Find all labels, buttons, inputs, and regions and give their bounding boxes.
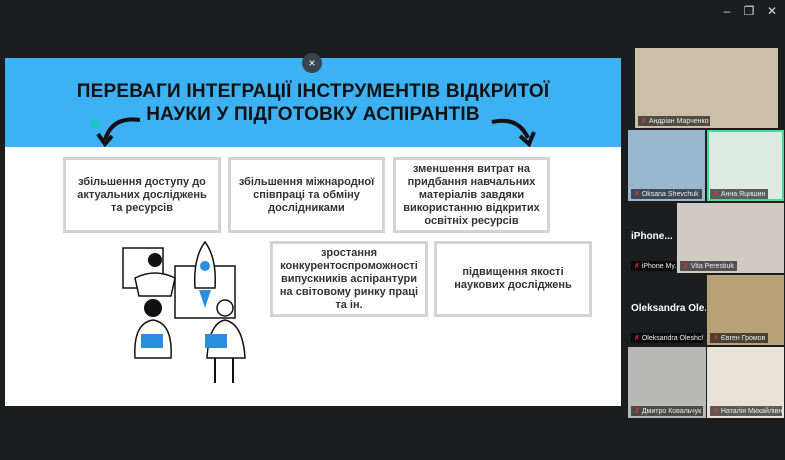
participant-name: Євген Громов: [710, 333, 769, 343]
close-share-button[interactable]: ×: [302, 53, 322, 73]
video-tile[interactable]: iPhone... iPhone My...: [628, 203, 676, 273]
video-tile[interactable]: Наталія Михайлівна: [707, 347, 784, 418]
arrow-left-icon: [90, 117, 141, 148]
video-tile[interactable]: Oleksandra Ole... Oleksandra Oleshchuk: [628, 275, 706, 345]
team-illustration-icon: [122, 240, 246, 383]
benefit-box-3: зменшення витрат на придбання навчальних…: [393, 157, 550, 233]
restore-button[interactable]: ❐: [743, 4, 755, 18]
participant-name: Vita Perestiuk: [680, 261, 737, 271]
benefit-box-2: збільшення міжнародної співпраці та обмі…: [228, 157, 385, 233]
video-tile[interactable]: Дмитро Ковальчук: [628, 347, 706, 418]
participant-name: Дмитро Ковальчук: [631, 406, 703, 416]
benefit-box-4: зростання конкурентоспроможності випускн…: [270, 241, 428, 317]
participant-display-name: Oleksandra Ole...: [631, 303, 706, 314]
benefit-box-1: збільшення доступу до актуальних дослідж…: [63, 157, 221, 233]
participant-name: Наталія Михайлівна: [710, 406, 782, 416]
video-tile[interactable]: Андріан Марченко: [635, 48, 778, 128]
video-tile[interactable]: Євген Громов: [707, 275, 784, 345]
participant-name: Oksana Shevchuk: [631, 189, 702, 199]
title-line-1: ПЕРЕВАГИ ІНТЕГРАЦІЇ ІНСТРУМЕНТІВ ВІДКРИТ…: [76, 81, 550, 102]
video-tile[interactable]: Oksana Shevchuk: [628, 130, 705, 201]
benefit-box-5: підвищення якості наукових досліджень: [434, 241, 592, 317]
participant-name: Анна Яцишин: [710, 189, 769, 199]
slide-title: ПЕРЕВАГИ ІНТЕГРАЦІЇ ІНСТРУМЕНТІВ ВІДКРИТ…: [5, 80, 621, 126]
participant-name: Андріан Марченко: [638, 116, 710, 126]
minimize-button[interactable]: –: [723, 4, 731, 18]
close-window-button[interactable]: ✕: [766, 4, 778, 18]
title-line-2: НАУКИ У ПІДГОТОВКУ АСПІРАНТІВ: [146, 104, 480, 125]
video-tile-active-speaker[interactable]: Анна Яцишин: [707, 130, 784, 201]
participant-name: iPhone My...: [631, 261, 676, 271]
arrow-right-icon: [491, 118, 536, 148]
video-tile[interactable]: Vita Perestiuk: [677, 203, 784, 273]
shared-slide: ПЕРЕВАГИ ІНТЕГРАЦІЇ ІНСТРУМЕНТІВ ВІДКРИТ…: [5, 58, 621, 406]
participant-name: Oleksandra Oleshchuk: [631, 333, 703, 343]
participant-display-name: iPhone...: [631, 231, 673, 242]
